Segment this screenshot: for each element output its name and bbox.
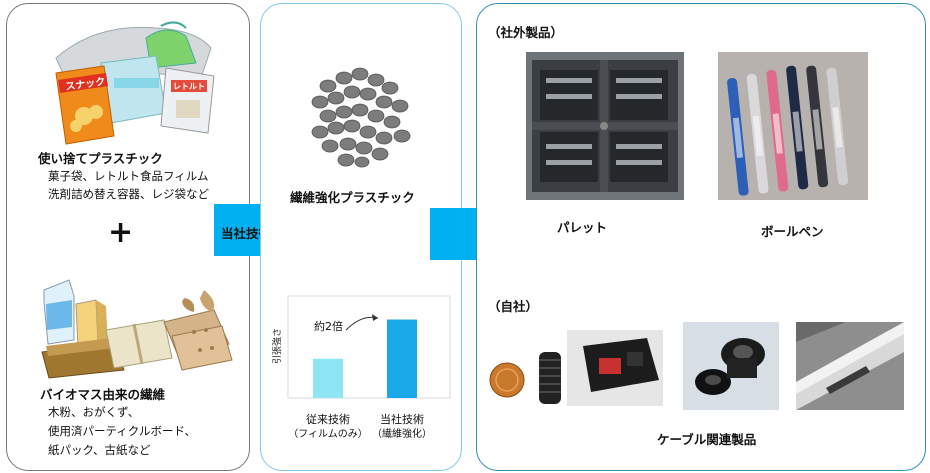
internal-products-heading: （自社） [488,299,539,314]
snack-bag-text: スナック [65,76,106,93]
external-products-heading: （社外製品） [488,25,564,40]
tensile-strength-chart: 引張強さ 約2倍 従来技術 （フィルムのみ） 当社技術（繊維強化） [271,295,451,440]
chart-ylabel: 引張強さ [271,328,283,364]
biomass-illustration [41,279,233,379]
biomass-title: バイオマス由来の繊維 [40,387,166,402]
chart-category-label-1-1: 従来技術 [306,413,350,426]
ballpoint-pens-photo [718,52,868,200]
plastic-line-1: 菓子袋、レトルト食品フィルム [48,169,209,183]
pallet-label: パレット [557,220,608,235]
chart-annotation-arrowhead [372,314,378,321]
cable-duct-photo [796,322,904,410]
technology-arrow-label: 当社技術 [221,226,272,241]
ballpoint-pen-label: ボールペン [761,224,824,239]
chart-category-label-2-2: （繊維強化） [372,427,432,440]
chart-category-label-2-1: 当社技術 [380,412,424,426]
chart-frame [287,295,451,399]
plastic-title: 使い捨てプラスチック [38,151,163,166]
retort-label-text: レトルト [173,82,205,91]
chart-category-label-1-2: （フィルムのみ） [288,428,368,440]
cable-grommet-photo [683,322,779,410]
cable-products-label: ケーブル関連製品 [657,432,757,447]
pallet-photo [526,52,684,200]
chart-annotation: 約2倍 [314,319,343,333]
biomass-line-3: 紙パック、古紙など [48,443,151,457]
plastic-line-2: 洗剤詰め替え容器、レジ袋など [48,187,209,201]
pellet-title: 繊維強化プラスチック [290,190,415,205]
pellets-photo [311,67,411,168]
plus-sign: + [108,215,134,250]
biomass-line-2: 使用済パーティクルボード、 [48,424,197,438]
plastic-waste-illustration: スナック レトルト [55,21,215,145]
chart-bar-1 [313,358,343,398]
biomass-line-1: 木粉、おがくず、 [48,405,140,419]
chart-bar-2 [387,319,417,398]
cable-connector-photo [487,322,669,410]
